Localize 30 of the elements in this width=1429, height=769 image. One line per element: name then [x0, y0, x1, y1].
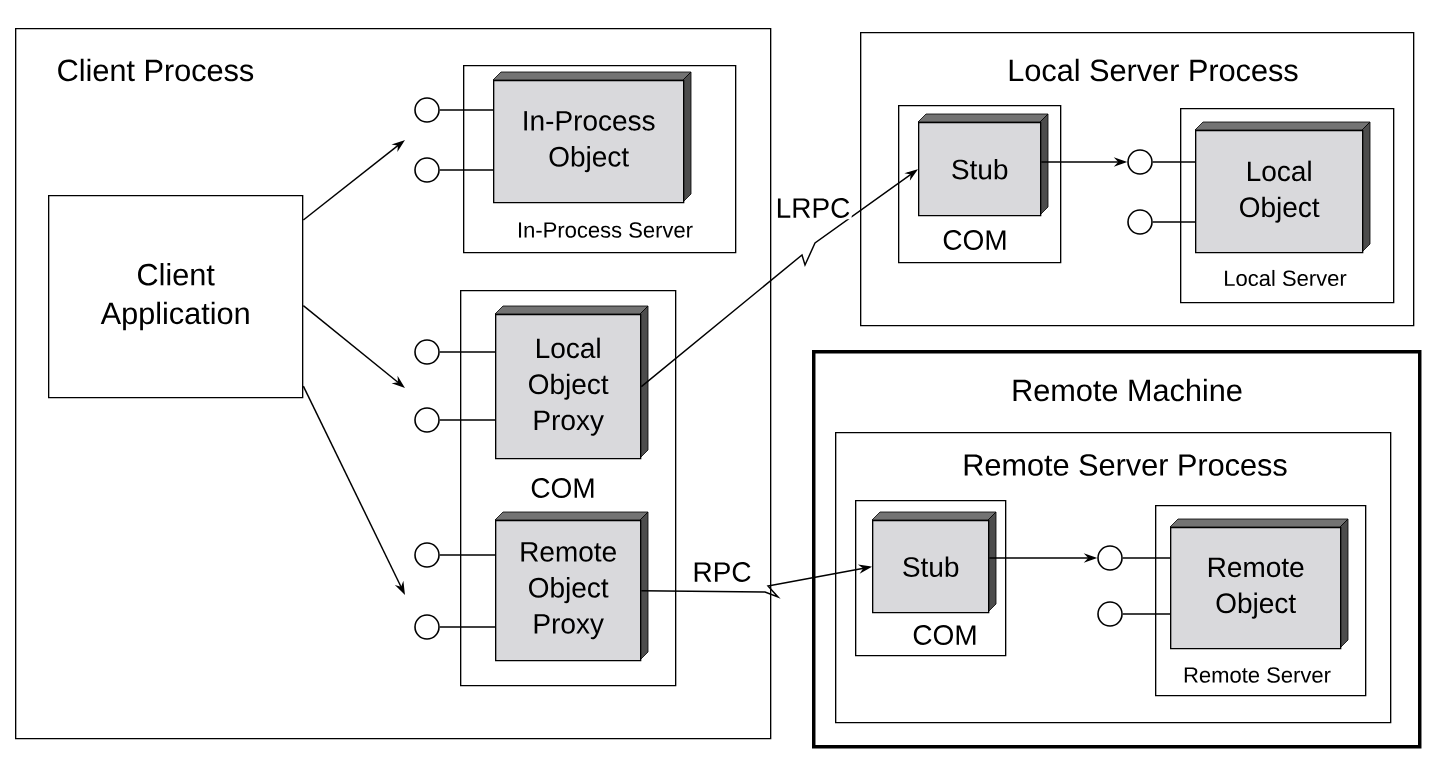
interface-circle: [414, 157, 440, 183]
stub-box: Stub: [917, 113, 1049, 217]
interface-line: [439, 169, 494, 171]
interface-line: [1152, 161, 1196, 163]
interface-circle: [1097, 545, 1123, 571]
stub-box: Stub: [871, 511, 997, 614]
interface-circle: [414, 542, 440, 568]
interface-circle: [414, 614, 440, 640]
object-box: Remote Object: [1169, 518, 1349, 650]
interface-line: [1152, 221, 1196, 223]
interface-line: [1122, 557, 1171, 559]
application-box: Client Application: [48, 195, 304, 399]
interface-circle: [414, 97, 440, 123]
object-box: Local Object: [1194, 121, 1371, 254]
interface-circle: [414, 407, 440, 433]
interface-line: [439, 554, 496, 556]
interface-line: [439, 351, 496, 353]
interface-line: [439, 109, 494, 111]
object-box: In-Process Object: [492, 71, 692, 204]
interface-circle: [414, 339, 440, 365]
interface-line: [439, 626, 496, 628]
proxy-box: Local Object Proxy: [494, 305, 649, 460]
interface-circle: [1127, 209, 1153, 235]
edge-label: RPC: [691, 560, 753, 584]
interface-circle: [1097, 601, 1123, 627]
proxy-box: Remote Object Proxy: [494, 511, 649, 662]
interface-line: [439, 419, 496, 421]
interface-line: [1122, 613, 1171, 615]
edge-label: LRPC: [774, 196, 852, 220]
interface-circle: [1127, 149, 1153, 175]
